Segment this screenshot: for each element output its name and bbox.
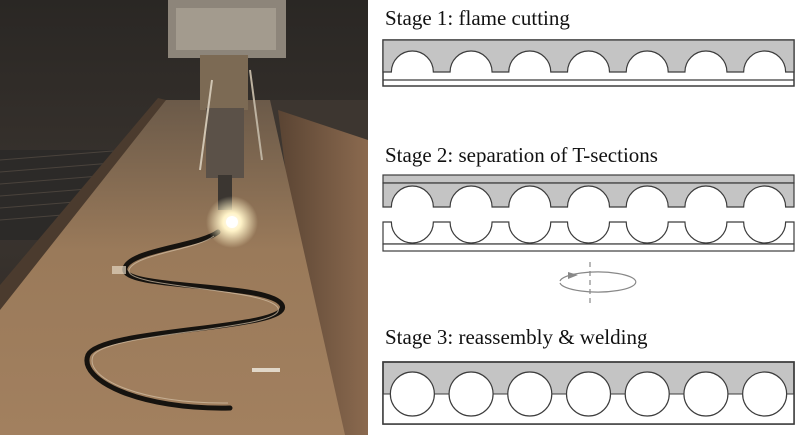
stage-3-cellular-beam xyxy=(383,362,794,424)
stage-2-lower-web xyxy=(383,222,794,244)
gantry-detail xyxy=(176,8,276,50)
stage-3-cell xyxy=(743,372,787,416)
stage-3-cell xyxy=(684,372,728,416)
stage-2-upper-flange xyxy=(383,175,794,183)
stage-2-lower-tee xyxy=(383,222,794,251)
stage-2-title: Stage 2: separation of T-sections xyxy=(385,143,658,167)
stage-2-upper-tee xyxy=(383,175,794,207)
stage-1-beam xyxy=(383,40,794,86)
cellular-beam-stages-diagram: Stage 1: flame cutting Stage 2: separati… xyxy=(368,0,800,435)
stage-2-upper-web xyxy=(383,183,794,207)
flame-core xyxy=(226,216,238,228)
chalk-mark xyxy=(252,368,280,372)
flame-cutting-photo xyxy=(0,0,368,435)
stage-3-cell xyxy=(390,372,434,416)
torch-body xyxy=(206,108,244,178)
stage-3-cell xyxy=(567,372,611,416)
stage-3-title: Stage 3: reassembly & welding xyxy=(385,325,648,349)
chalk-mark-2 xyxy=(112,266,126,274)
stage-3-cell xyxy=(625,372,669,416)
stage-2-lower-flange xyxy=(383,244,794,251)
flip-rotation-arrow-icon xyxy=(560,262,636,306)
stage-3-cell xyxy=(449,372,493,416)
torch-column xyxy=(200,55,248,110)
stage-3-cell xyxy=(508,372,552,416)
stage-1-title: Stage 1: flame cutting xyxy=(385,6,570,30)
